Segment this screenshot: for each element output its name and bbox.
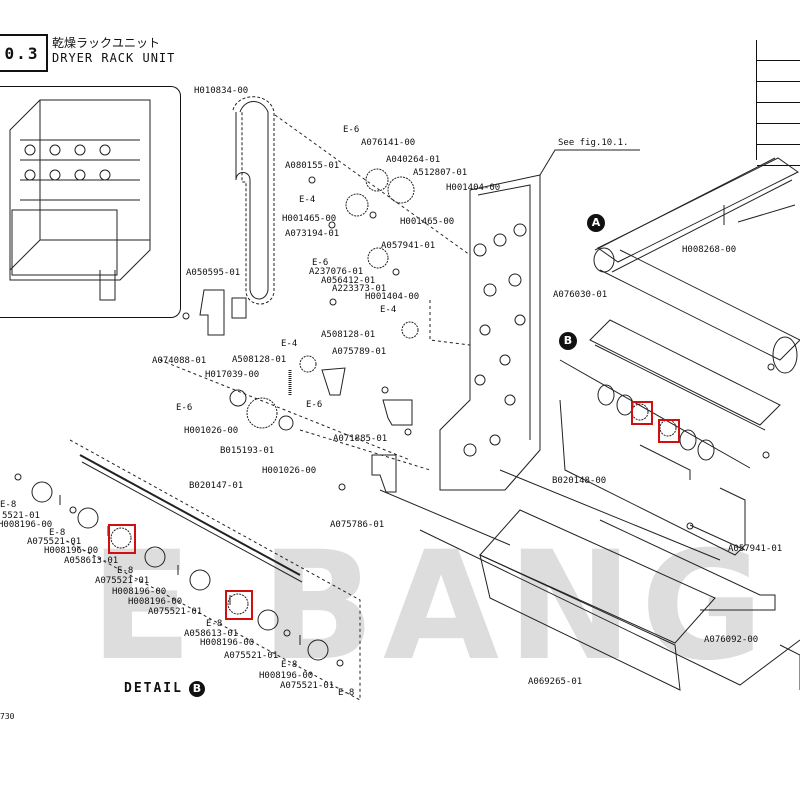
part-label: A075521-01 (148, 607, 203, 617)
part-label: A508128-01 (321, 330, 376, 340)
part-label: A057941-01 (728, 544, 783, 554)
part-label: A076092-00 (704, 635, 759, 645)
detail-mark: B (188, 681, 205, 697)
part-label: H008268-00 (682, 245, 737, 255)
part-label: A075521-01 (95, 576, 150, 586)
part-label: A040264-01 (386, 155, 441, 165)
title-english: DRYER RACK UNIT (52, 51, 176, 65)
part-label: A075521-01 (280, 681, 335, 691)
part-label: A512807-01 (413, 168, 468, 178)
part-label: A073194-01 (285, 229, 340, 239)
belt (235, 101, 269, 300)
detail-b-title: DETAIL B (124, 681, 205, 697)
part-label: E-4 (380, 305, 397, 315)
side-frame-plate (439, 174, 541, 491)
part-label: A076030-01 (553, 290, 608, 300)
part-label: A058613-01 (184, 629, 239, 639)
part-label: H008196-00 (128, 597, 183, 607)
detail-label: DETAIL (124, 681, 183, 696)
part-label: E-6 (306, 400, 323, 410)
part-label: E-8 (49, 528, 66, 538)
part-label: E-6 (343, 125, 360, 135)
part-label: A237076-01 (309, 267, 364, 277)
part-label: H008196-00 (44, 546, 99, 556)
part-label: A076141-00 (361, 138, 416, 148)
highlight-gear-detail-1 (108, 524, 136, 554)
part-label: A056412-01 (321, 276, 376, 286)
part-label: H001404-00 (446, 183, 501, 193)
part-label: E-4 (281, 339, 298, 349)
see-figure-reference: See fig.10.1. (558, 138, 629, 148)
part-label: H001026-00 (262, 466, 317, 476)
part-label: H008196-00 (112, 587, 167, 597)
part-label: 5521-01 (2, 511, 40, 521)
part-label: A075521-01 (27, 537, 82, 547)
highlight-gear-b-1 (631, 401, 653, 425)
overview-inset (0, 86, 181, 318)
part-label: H008196-00 (200, 638, 255, 648)
watermark: E BANG (90, 520, 772, 694)
figure-number-box: 0.3 (0, 34, 48, 72)
part-label: H008196-00 (0, 520, 53, 530)
part-label: A058613-01 (64, 556, 119, 566)
part-label: A057941-01 (381, 241, 436, 251)
part-label: E-4 (299, 195, 316, 205)
part-label: H001026-00 (184, 426, 239, 436)
part-label: E-8 (117, 566, 134, 576)
part-label: A075789-01 (332, 347, 387, 357)
part-label: A050595-01 (186, 268, 241, 278)
part-label: E-8 (281, 660, 298, 670)
part-label: H001404-00 (365, 292, 420, 302)
highlight-gear-detail-2 (225, 590, 253, 620)
part-label: A069265-01 (528, 677, 583, 687)
part-label: H010834-00 (194, 86, 249, 96)
part-label: E-6 (312, 258, 329, 268)
part-label: H008196-00 (259, 671, 314, 681)
part-label: A071885-01 (333, 434, 388, 444)
machine-sketch (9, 99, 151, 301)
highlight-gear-b-2 (658, 419, 680, 443)
part-label: E-8 (0, 500, 17, 510)
page-number: 730 (0, 712, 15, 721)
part-label: A223373-01 (332, 284, 387, 294)
callout-mark-b: B (559, 332, 577, 350)
part-label: A080155-01 (285, 161, 340, 171)
callout-mark-a: A (587, 214, 605, 232)
part-label: B020148-00 (552, 476, 607, 486)
part-label: A075786-01 (330, 520, 385, 530)
part-label: A074088-01 (152, 356, 207, 366)
part-label: E-8 (206, 619, 223, 629)
part-label: H001465-00 (282, 214, 337, 224)
part-label: H017039-00 (205, 370, 260, 380)
part-label: H001465-00 (400, 217, 455, 227)
part-label: E-8 (338, 688, 355, 698)
figure-number: 0.3 (4, 43, 40, 63)
title-japanese: 乾燥ラックユニット (52, 36, 161, 50)
part-label: A075521-01 (224, 651, 279, 661)
part-label: A508128-01 (232, 355, 287, 365)
part-label: B015193-01 (220, 446, 275, 456)
parts-table-corner (756, 40, 800, 166)
part-label: B020147-01 (189, 481, 244, 491)
part-label: E-6 (176, 403, 193, 413)
